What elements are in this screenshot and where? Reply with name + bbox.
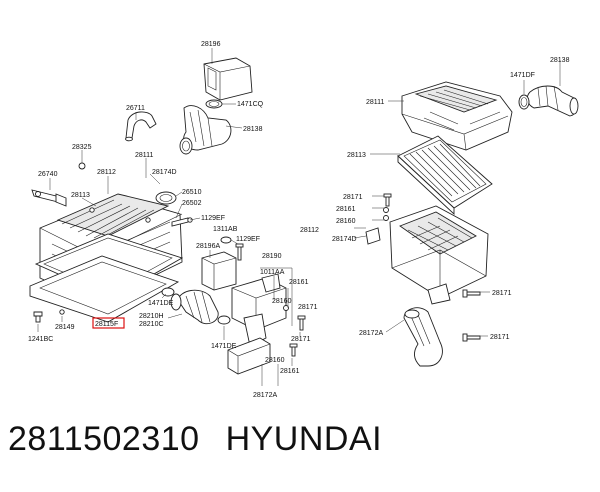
- air-duct-28190: [231, 273, 287, 347]
- clamp-1471CQ: [205, 99, 223, 109]
- bolt-28171-e: [462, 333, 481, 342]
- clamp-1471DE-a: [161, 287, 175, 297]
- grommet-28161-c: [383, 207, 389, 213]
- label-28161-b: 28161: [280, 368, 300, 375]
- label-28138-right: 28138: [550, 57, 570, 64]
- fitting-26740: [31, 189, 67, 207]
- label-1471DE-a: 1471DE: [148, 300, 174, 307]
- label-28160-a: 28160: [272, 298, 292, 305]
- label-28161-a: 28161: [289, 279, 309, 286]
- label-28210H: 28210H: [139, 313, 164, 320]
- label-28112-right: 28112: [300, 227, 319, 234]
- label-28111-left: 28111: [135, 152, 154, 159]
- screw-1129EF-a: [171, 217, 193, 227]
- label-28112-left: 28112: [97, 169, 116, 176]
- label-28171-b: 28171: [291, 336, 311, 343]
- intake-hose-28138-left: [179, 105, 232, 155]
- grommet-28160-c: [383, 215, 389, 221]
- bracket-28174D-right: [365, 227, 381, 245]
- part-number: 2811502310: [8, 420, 200, 458]
- bolt-28171-d: [462, 289, 481, 298]
- label-28171-a: 28171: [298, 304, 318, 311]
- label-28115F: 28115F: [95, 321, 118, 328]
- label-1471CQ: 1471CQ: [237, 101, 264, 108]
- clamp-1471DE-b: [217, 315, 231, 325]
- label-28196: 28196: [201, 41, 221, 48]
- label-26510: 26510: [182, 189, 202, 196]
- label-28210C: 28210C: [139, 321, 164, 328]
- label-28113-right: 28113: [347, 152, 366, 159]
- label-1129EF-a: 1129EF: [201, 215, 225, 222]
- label-28174D-right: 28174D: [332, 236, 357, 243]
- label-26711: 26711: [126, 105, 145, 112]
- label-1129EF-b: 1129EF: [236, 236, 260, 243]
- label-28325: 28325: [72, 144, 92, 151]
- clamp-1471DF: [518, 94, 530, 110]
- screw-1129EF-b: [235, 243, 244, 261]
- bolt-28149: [59, 309, 65, 315]
- label-28174D-left: 28174D: [152, 169, 177, 176]
- label-28171-c: 28171: [343, 194, 363, 201]
- intake-hose-28138-right: [526, 85, 579, 117]
- bolt-28171-c: [383, 193, 392, 207]
- label-28113-left: 28113: [71, 192, 90, 199]
- label-28171-d: 28171: [492, 290, 512, 297]
- label-1311AB: 1311AB: [213, 226, 238, 233]
- grommet-28325: [78, 162, 86, 170]
- label-28149: 28149: [55, 324, 75, 331]
- label-26502: 26502: [182, 200, 202, 207]
- grommet-1311AB: [220, 236, 232, 244]
- air-cleaner-cover-28111: [401, 81, 513, 151]
- label-28172A-right: 28172A: [359, 330, 383, 337]
- grommet-28160-a: [283, 305, 289, 311]
- filter-element-28113-left: [29, 233, 184, 323]
- bracket-28196A: [201, 251, 237, 291]
- brand-name: HYUNDAI: [225, 420, 383, 458]
- leader-lines: [37, 48, 561, 386]
- bolt-1241BC: [33, 311, 43, 323]
- pipe-28172A-right: [403, 307, 443, 367]
- filter-element-28113-right: [397, 135, 493, 216]
- label-28111-right: 28111: [366, 99, 385, 106]
- label-28171-e: 28171: [490, 334, 510, 341]
- label-1011AA: 1011AA: [260, 269, 285, 276]
- label-28161-c: 28161: [336, 206, 356, 213]
- ring-26510: [155, 191, 177, 205]
- label-28196A: 28196A: [196, 243, 220, 250]
- bolt-28171-a: [297, 315, 306, 331]
- label-1471DE-b: 1471DE: [211, 343, 237, 350]
- label-28172A-left: 28172A: [253, 392, 277, 399]
- air-cleaner-case-28112-right: [389, 205, 489, 305]
- label-28190: 28190: [262, 253, 282, 260]
- resonator-28196: [203, 57, 253, 101]
- bolt-28171-b: [289, 343, 298, 357]
- label-28160-c: 28160: [336, 218, 356, 225]
- pipe-28172A-left: [227, 337, 271, 375]
- label-28160-b: 28160: [265, 357, 285, 364]
- label-28138-left: 28138: [243, 126, 263, 133]
- hose-28210H: [170, 289, 219, 325]
- label-1241BC: 1241BC: [28, 336, 53, 343]
- part-caption: 2811502310 HYUNDAI: [8, 420, 382, 459]
- label-26740: 26740: [38, 171, 58, 178]
- breather-hose-26711: [125, 111, 157, 142]
- part-labels: 28196 1471CQ 26711 28138 28325 28111 267…: [28, 41, 570, 399]
- label-1471DF: 1471DF: [510, 72, 535, 79]
- parts-diagram: 28196 1471CQ 26711 28138 28325 28111 267…: [28, 41, 579, 399]
- part-28115F-highlight-box: [92, 317, 125, 329]
